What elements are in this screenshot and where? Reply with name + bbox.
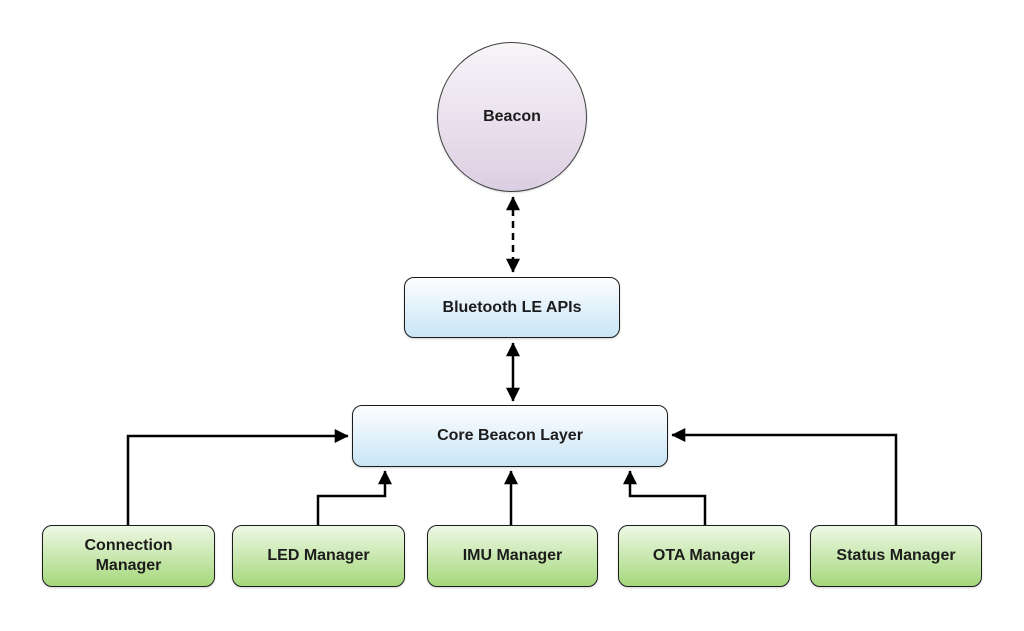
node-connection-manager-label: Connection Manager: [84, 537, 173, 574]
edge-connection-manager-to-core-arrow: [126, 429, 349, 525]
node-connection-manager: Connection Manager: [42, 525, 215, 587]
node-core-beacon-layer: Core Beacon Layer: [352, 405, 668, 467]
node-beacon-label: Beacon: [483, 108, 541, 125]
node-status-manager-label: Status Manager: [836, 547, 956, 564]
node-led-manager: LED Manager: [232, 525, 405, 587]
edge-ota-manager-to-core-arrow: [623, 470, 707, 525]
node-imu-manager: IMU Manager: [427, 525, 598, 587]
edge-led-manager-to-core-arrow: [316, 470, 392, 525]
node-bluetooth-le-apis: Bluetooth LE APIs: [404, 277, 620, 338]
edge-status-manager-to-core-arrow: [671, 428, 898, 525]
node-status-manager: Status Manager: [810, 525, 982, 587]
node-core-beacon-layer-label: Core Beacon Layer: [437, 427, 583, 444]
node-imu-manager-label: IMU Manager: [462, 547, 563, 564]
node-bluetooth-le-apis-label: Bluetooth LE APIs: [442, 298, 582, 316]
node-beacon: Beacon: [437, 42, 587, 192]
node-ota-manager: OTA Manager: [618, 525, 790, 587]
node-ota-manager-label: OTA Manager: [652, 547, 756, 564]
node-led-manager-label: LED Manager: [267, 547, 370, 564]
